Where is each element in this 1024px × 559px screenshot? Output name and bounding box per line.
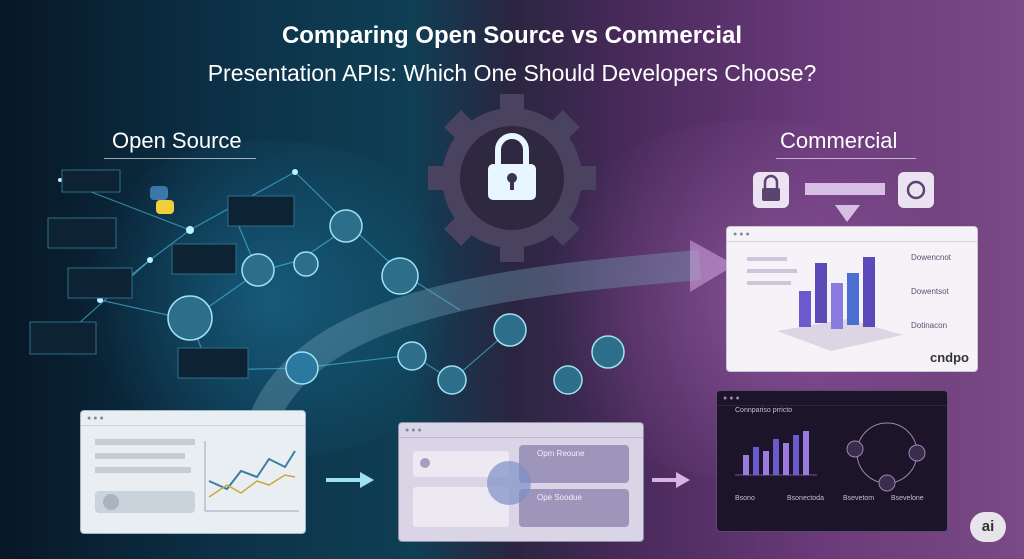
window-dots-icon: ●●● — [87, 415, 106, 422]
open-source-label: Open Source — [112, 128, 242, 153]
code-snippet-7 — [177, 347, 249, 379]
middle-panel: ●●● Opm Reoune Ope Soodue — [398, 422, 644, 542]
connector-bar — [805, 183, 885, 195]
code-snippet-5 — [227, 195, 295, 227]
code-snippet-1 — [61, 169, 121, 193]
camera-icon — [898, 172, 934, 208]
commercial-side-label-1: Dowencnot — [911, 253, 952, 262]
avatar-6 — [397, 341, 427, 371]
open-source-panel-illustration — [95, 439, 299, 513]
middle-label-1: Opm Reoune — [537, 449, 585, 458]
avatar-1 — [167, 295, 213, 341]
commercial-kicker-4: Bsevelone — [891, 495, 924, 502]
window-dots-icon: ●●● — [723, 395, 742, 402]
ai-badge: ai — [970, 512, 1006, 542]
window-dots-icon: ●●● — [405, 427, 424, 434]
commercial-3d-chart — [747, 257, 903, 351]
padlock-icon-commercial — [753, 172, 789, 208]
commercial-bottom-illustration — [735, 422, 926, 492]
commercial-bottom-title: Connpariso prricto — [735, 407, 793, 414]
avatar-10 — [553, 365, 583, 395]
avatar-8 — [493, 313, 527, 347]
middle-label-2: Ope Soodue — [537, 493, 582, 502]
commercial-side-label-3: Dotinacon — [911, 321, 948, 330]
commercial-underline — [776, 158, 916, 159]
middle-panel-illustration — [413, 445, 629, 527]
avatar-9 — [591, 335, 625, 369]
avatar-2 — [241, 253, 275, 287]
page-title-line-2: Presentation APIs: Which One Should Deve… — [207, 60, 817, 86]
globe-icon — [285, 351, 319, 385]
avatar-3 — [329, 209, 363, 243]
arrow-right-icon-1 — [326, 472, 374, 488]
commercial-top-panel: ●●● Dowencnot Dowentsot Dotinacon cndpo — [726, 226, 978, 372]
avatar-7 — [437, 365, 467, 395]
commercial-side-label-2: Dowentsot — [911, 287, 949, 296]
arrow-down-icon — [835, 205, 860, 222]
commercial-kicker-2: Bsonectoda — [787, 495, 824, 502]
avatar-5 — [381, 257, 419, 295]
code-snippet-3 — [67, 267, 133, 299]
code-snippet-4 — [29, 321, 97, 355]
python-logo-icon — [150, 186, 174, 214]
arrow-right-icon-2 — [652, 472, 690, 488]
brand-logo: cndpo — [930, 350, 969, 365]
open-source-underline — [104, 158, 256, 159]
code-snippet-6 — [171, 243, 237, 275]
avatar-4 — [293, 251, 319, 277]
lock-icon — [488, 133, 536, 200]
commercial-kicker-3: Bsevetom — [843, 495, 875, 502]
window-dots-icon: ●●● — [733, 231, 752, 238]
page-title-line-1: Comparing Open Source vs Commercial — [281, 22, 743, 49]
gear-icon-small — [487, 461, 531, 505]
commercial-bottom-panel: ●●● Connpariso prricto Bsono Bsonectoda … — [716, 390, 948, 532]
open-source-panel: ●●● — [80, 410, 306, 534]
commercial-label: Commercial — [780, 128, 898, 153]
open-source-glow — [60, 140, 480, 460]
code-snippet-2 — [47, 217, 117, 249]
commercial-kicker-1: Bsono — [735, 495, 755, 502]
